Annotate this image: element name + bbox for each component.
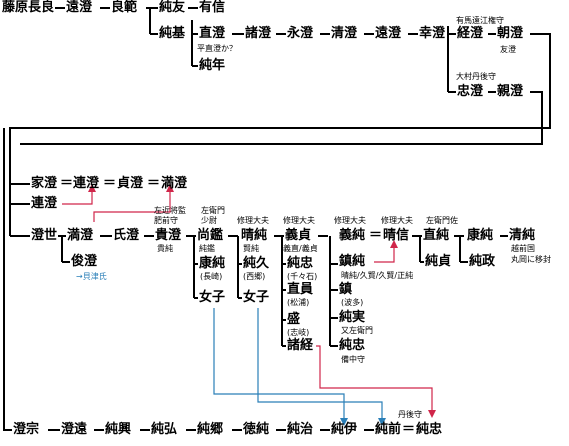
note-sumihisa-saigo: (西郷) [243, 272, 266, 281]
person-sumitada2: 純忠 [339, 338, 366, 353]
person-sumitomo: 純友 [159, 0, 186, 15]
note-sa-emon: 左衛門 [201, 206, 225, 215]
note-shizumi-aliases: 晴純/久賢/久賢/正純 [341, 271, 414, 280]
person-yoshinori: 良範 [111, 0, 138, 15]
person-yasuzumi2: 康純 [199, 256, 226, 271]
person-naozumi: 直澄 [199, 26, 226, 41]
note-kaizu: →貝津氏 [76, 272, 107, 281]
person-sakari: 盛 [287, 312, 301, 327]
note-shuri-1: 修理大夫 [237, 216, 269, 225]
person-sumito: 澄遠 [61, 422, 88, 437]
person-morotsune: 諸経 [287, 338, 314, 353]
person-arinobu: 有信 [199, 0, 226, 15]
note-takazumi-sub: 貴純 [157, 244, 173, 253]
note-omura-tango: 大村丹後守 [456, 72, 496, 81]
note-maruoka: 丸岡に移封 [511, 255, 551, 264]
person-tsurazumi: 連澄 [73, 176, 100, 191]
person-tozumi2: 遠澄 [375, 26, 402, 41]
person-harunobu: 晴信 [383, 228, 410, 243]
person-sumimune: 澄宗 [13, 422, 40, 437]
person-naoaki: 尚鑑 [197, 228, 224, 243]
person-naozumi2: 直純 [423, 228, 450, 243]
person-kozumi: 幸澄 [419, 26, 446, 41]
person-sumitada: 純忠 [287, 256, 314, 271]
note-tomozumi-adopt: 友澄 [500, 45, 516, 54]
note-sakari-shiki: (志岐) [287, 328, 310, 337]
person-yasuzumi: 康純 [467, 228, 494, 243]
note-sa-emon-suke: 左衛門佐 [426, 216, 458, 225]
person-sumitoshi: 純年 [199, 58, 226, 73]
person-chikazumi: 親澄 [497, 84, 524, 99]
person-sumizane: 純実 [339, 310, 366, 325]
person-harusumi: 晴純 [241, 228, 268, 243]
person-sumimoto: 純基 [159, 26, 186, 41]
note-sakon-shogen: 左近将監 [154, 206, 186, 215]
person-tadazumi: 忠澄 [457, 84, 484, 99]
person-tomozumi: 朝澄 [497, 26, 524, 41]
person-kiyozumi2: 清純 [509, 228, 536, 243]
marriage-link-3: ＝ [147, 176, 161, 191]
person-sumihiro: 純弘 [151, 422, 178, 437]
note-shige-hata: (波多) [341, 298, 364, 307]
person-nagazumi: 永澄 [287, 26, 314, 41]
note-naokazu-matsuura: (松浦) [287, 298, 310, 307]
person-yoshizumi: 義純 [339, 228, 366, 243]
note-yasu-nagasaki: (長崎) [200, 272, 223, 281]
note-tango-kami: 丹後守 [398, 410, 422, 419]
person-ujizumi: 氏澄 [113, 228, 140, 243]
person-takazumi: 貴澄 [155, 228, 182, 243]
note-bitchu-kami: 備中守 [341, 355, 365, 364]
marriage-link-1: ＝ [60, 176, 74, 191]
person-toshizumi: 俊澄 [71, 254, 98, 269]
person-noriyasu: 徳純 [243, 422, 270, 437]
person-zumiyo: 澄世 [31, 228, 58, 243]
person-morozumi: 諸澄 [245, 26, 272, 41]
note-arima-kazusa: 有馬遠江権守 [456, 16, 504, 25]
person-yoshisada: 義貞 [285, 228, 312, 243]
marriage-link-2: ＝ [103, 176, 117, 191]
note-shuri-2: 修理大夫 [283, 216, 315, 225]
person-sumikore: 純伊 [331, 422, 358, 437]
person-sumihisa: 純久 [243, 256, 270, 271]
note-harusumi-sub: 賢純 [243, 244, 259, 253]
person-shizumi: 鎮純 [339, 254, 366, 269]
person-sumisaki: 純前 [375, 422, 402, 437]
person-sumioki: 純興 [105, 422, 132, 437]
person-mitsuzumi: 満澄 [161, 176, 188, 191]
note-hira-naozumi: 平直澄か？ [197, 44, 237, 53]
person-tsurazumi2: 連澄 [31, 196, 58, 211]
person-sadazumi: 貞澄 [117, 176, 144, 191]
note-hizen-kami: 肥前守 [154, 216, 178, 225]
note-shuri-3: 修理大夫 [334, 216, 366, 225]
note-yoshisada-sub: 義直/義貞 [283, 244, 318, 253]
note-shoi: 少尉 [201, 216, 217, 225]
person-tsunezumi: 経澄 [457, 26, 484, 41]
person-toonori: 遠澄 [66, 0, 93, 15]
person-sumimasa: 純政 [469, 254, 496, 269]
person-iezumi: 家澄 [31, 176, 58, 191]
person-mitsuzumi2: 満澄 [67, 228, 94, 243]
person-joshi2: 女子 [243, 290, 270, 305]
person-sumiharu: 純治 [287, 422, 314, 437]
person-fujiwara-nagayoshi: 藤原長良 [2, 0, 55, 15]
note-sumitada-chijiwa: (千々石) [287, 272, 318, 281]
person-joshi1: 女子 [199, 290, 226, 305]
person-sumitada3: 純忠 [416, 422, 443, 437]
person-sumisada: 純貞 [425, 254, 452, 269]
note-naoaki-sub: 純鑑 [199, 244, 215, 253]
marriage-link-4: ＝ [369, 228, 383, 243]
note-echizen: 越前国 [511, 244, 535, 253]
marriage-link-5: ＝ [402, 422, 416, 437]
note-mata-saemon: 又左衛門 [341, 326, 373, 335]
person-naokazu: 直員 [287, 282, 314, 297]
person-kiyozumi: 清澄 [331, 26, 358, 41]
person-shige: 鎮 [339, 282, 353, 297]
person-sumisato: 純郷 [197, 422, 224, 437]
note-shuri-4: 修理大夫 [381, 216, 413, 225]
